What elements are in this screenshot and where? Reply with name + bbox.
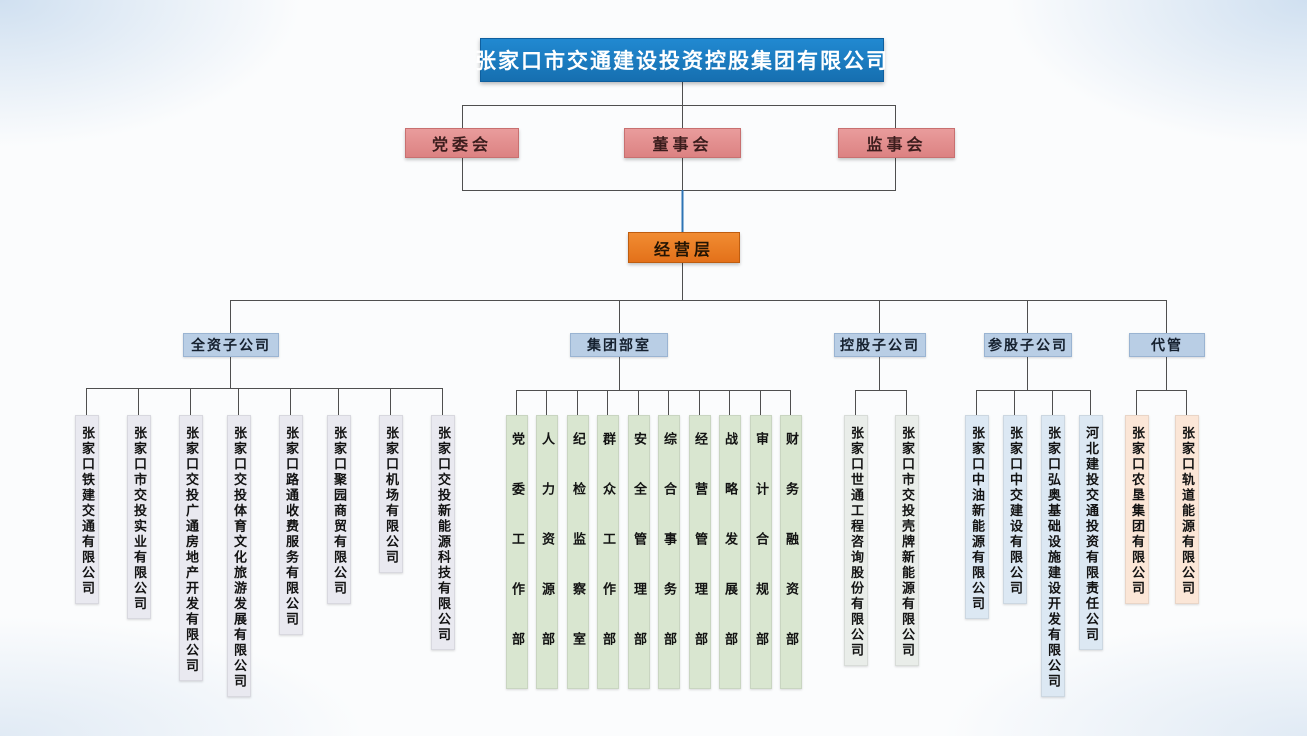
supervisory-board-box: 监事会 bbox=[838, 128, 955, 158]
management-layer-box: 经营层 bbox=[628, 232, 740, 263]
group-department-strip: 党委工作部 bbox=[506, 415, 528, 689]
wholly-owned-subsidiary-strip: 张家口机场有限公司 bbox=[379, 415, 403, 573]
wholly-owned-subsidiary-strip: 张家口交投新能源科技有限公司 bbox=[431, 415, 455, 650]
group-department-strip: 财务融资部 bbox=[780, 415, 802, 689]
party-committee-box: 党委会 bbox=[405, 128, 519, 158]
managed-entity-strip: 张家口轨道能源有限公司 bbox=[1175, 415, 1199, 604]
group-company-box: 张家口市交通建设投资控股集团有限公司 bbox=[475, 38, 887, 82]
wholly-owned-subsidiary-strip: 张家口交投体育文化旅游发展有限公司 bbox=[227, 415, 251, 697]
group-department-strip: 审计合规部 bbox=[750, 415, 772, 689]
group-department-strip: 经营管理部 bbox=[689, 415, 711, 689]
equity-subsidiary-strip: 河北建投交通投资有限责任公司 bbox=[1079, 415, 1103, 650]
group-department-strip: 人力资源部 bbox=[536, 415, 558, 689]
holding-subsidiary-strip: 张家口市交投壳牌新能源有限公司 bbox=[895, 415, 919, 666]
group-department-strip: 安全管理部 bbox=[628, 415, 650, 689]
group-department-strip: 群众工作部 bbox=[597, 415, 619, 689]
wholly-owned-subsidiary-strip: 张家口交投广通房地产开发有限公司 bbox=[179, 415, 203, 681]
board-of-directors-box: 董事会 bbox=[624, 128, 741, 158]
category-equity-subsidiaries: 参股子公司 bbox=[984, 333, 1072, 357]
equity-subsidiary-strip: 张家口弘奥基础设施建设开发有限公司 bbox=[1041, 415, 1065, 697]
holding-subsidiary-strip: 张家口世通工程咨询股份有限公司 bbox=[844, 415, 868, 666]
category-holding-subsidiaries: 控股子公司 bbox=[834, 333, 926, 357]
equity-subsidiary-strip: 张家口中油新能源有限公司 bbox=[965, 415, 989, 619]
category-managed-entities: 代管 bbox=[1129, 333, 1205, 357]
wholly-owned-subsidiary-strip: 张家口铁建交通有限公司 bbox=[75, 415, 99, 604]
group-department-strip: 纪检监察室 bbox=[567, 415, 589, 689]
managed-entity-strip: 张家口农垦集团有限公司 bbox=[1125, 415, 1149, 604]
wholly-owned-subsidiary-strip: 张家口路通收费服务有限公司 bbox=[279, 415, 303, 635]
wholly-owned-subsidiary-strip: 张家口聚园商贸有限公司 bbox=[327, 415, 351, 604]
category-wholly-owned-subsidiaries: 全资子公司 bbox=[183, 333, 279, 357]
category-group-departments: 集团部室 bbox=[570, 333, 668, 357]
wholly-owned-subsidiary-strip: 张家口市交投实业有限公司 bbox=[127, 415, 151, 619]
equity-subsidiary-strip: 张家口中交建设有限公司 bbox=[1003, 415, 1027, 604]
group-department-strip: 综合事务部 bbox=[658, 415, 680, 689]
group-department-strip: 战略发展部 bbox=[719, 415, 741, 689]
